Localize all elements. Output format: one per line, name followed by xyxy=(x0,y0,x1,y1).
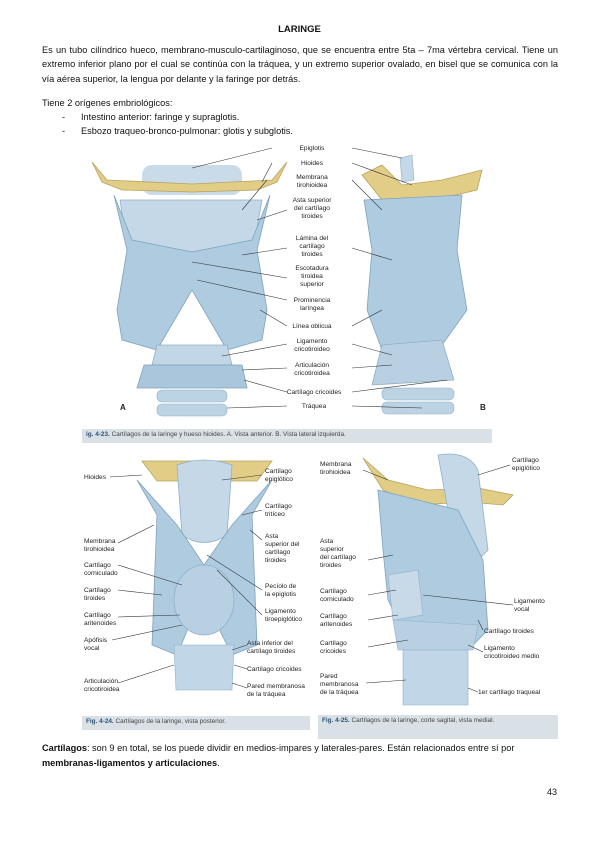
page-title: LARINGE xyxy=(278,24,321,35)
label-cartilago-traqueal: 1er cartílago traqueal xyxy=(478,689,541,696)
figure-caption: Fig. 4-25. Cartílagos de la laringe, cor… xyxy=(318,715,558,739)
label-view-a: A xyxy=(120,403,126,412)
label-cartilago-tiroides: Cartílago tiroides xyxy=(484,628,535,635)
larynx-anterior-illustration xyxy=(91,161,288,417)
closing-paragraph: Cartílagos: son 9 en total, se los puede… xyxy=(42,743,515,768)
leader-lines xyxy=(362,464,514,693)
list-item: -Intestino anterior: faringe y supraglot… xyxy=(62,112,240,122)
figure-caption: ig. 4-23. Cartílagos de la laringe y hue… xyxy=(82,429,492,443)
origins-heading: Tiene 2 orígenes embriológicos: xyxy=(42,98,173,108)
label-view-b: B xyxy=(480,403,486,412)
label-hioides: Hioides xyxy=(301,160,324,167)
label-cricoides: Cartílago cricoides xyxy=(247,666,302,673)
list-item: -Esbozo traqueo-bronco-pulmonar: glotis … xyxy=(62,126,293,137)
leader-lines xyxy=(191,147,448,409)
figure-caption: Fig. 4-24. Cartílagos de la laringe, vis… xyxy=(82,716,310,730)
larynx-posterior-illustration xyxy=(136,459,273,691)
page-number: 43 xyxy=(546,787,557,797)
origins-list: -Intestino anterior: faringe y supraglot… xyxy=(62,110,293,138)
intro-paragraph: Es un tubo cilíndrico hueco, membrano-mu… xyxy=(42,45,558,84)
larynx-sagittal-illustration xyxy=(362,453,514,706)
label-linea-oblicua: Línea oblicua xyxy=(292,323,332,330)
label-hioides: Hioides xyxy=(84,474,107,481)
larynx-lateral-illustration xyxy=(361,154,483,415)
label-cricoides: Cartílago cricoides xyxy=(287,389,342,396)
leader-lines xyxy=(109,474,263,689)
label-traquea: Tráquea xyxy=(302,403,327,410)
label-epiglotis: Epiglotis xyxy=(300,145,326,152)
